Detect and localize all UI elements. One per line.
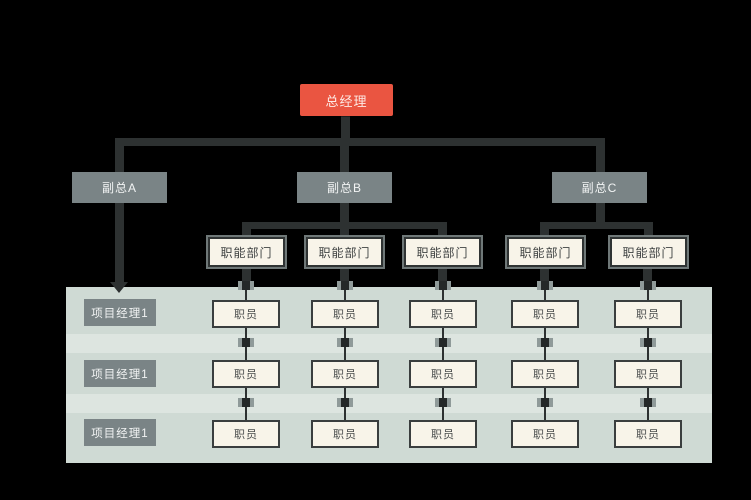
connector-dept-3-stub	[438, 267, 447, 289]
node-label: 职员	[533, 369, 557, 381]
link-handle	[435, 398, 451, 407]
node-label: 职能部门	[220, 245, 273, 260]
link-handle	[337, 398, 353, 407]
connector-drop-vp-b	[340, 146, 349, 172]
connector-drop-dept-3	[438, 229, 447, 238]
node-staff-r3c5[interactable]: 职员	[614, 420, 682, 448]
node-vp-b[interactable]: 副总B	[297, 172, 392, 203]
link-handle	[537, 281, 553, 290]
link-handle	[435, 338, 451, 347]
node-label: 副总A	[101, 181, 137, 195]
node-label: 职员	[533, 429, 557, 441]
node-label: 职员	[234, 429, 258, 441]
node-label: 职员	[333, 369, 357, 381]
connector-dept-4-stub	[540, 267, 549, 289]
link-handle	[537, 338, 553, 347]
connector-vp-bus	[115, 138, 605, 146]
node-label: 职员	[533, 309, 557, 321]
node-staff-r3c4[interactable]: 职员	[511, 420, 579, 448]
link-handle	[640, 398, 656, 407]
node-dept-5[interactable]: 职能部门	[608, 235, 689, 269]
node-label: 职员	[234, 309, 258, 321]
node-staff-r1c3[interactable]: 职员	[409, 300, 477, 328]
connector-drop-vp-c	[596, 146, 605, 172]
node-staff-r3c2[interactable]: 职员	[311, 420, 379, 448]
link-handle	[640, 281, 656, 290]
node-staff-r3c3[interactable]: 职员	[409, 420, 477, 448]
connector-drop-dept-2	[340, 229, 349, 238]
connector-vp-a-arrow-shaft	[115, 203, 124, 283]
node-staff-r2c5[interactable]: 职员	[614, 360, 682, 388]
connector-drop-vp-a	[115, 146, 124, 172]
node-label: 职员	[431, 429, 455, 441]
connector-vp-c-bus	[540, 222, 653, 229]
node-staff-r2c3[interactable]: 职员	[409, 360, 477, 388]
matrix-row-gap-band	[66, 394, 712, 413]
node-staff-r2c1[interactable]: 职员	[212, 360, 280, 388]
node-label: 项目经理1	[91, 307, 149, 320]
node-dept-3[interactable]: 职能部门	[402, 235, 483, 269]
link-handle	[337, 281, 353, 290]
node-staff-r1c2[interactable]: 职员	[311, 300, 379, 328]
node-vp-a[interactable]: 副总A	[72, 172, 167, 203]
node-label: 项目经理1	[91, 368, 149, 381]
connector-vp-c-stem	[596, 203, 605, 226]
node-label: 职员	[431, 369, 455, 381]
connector-dept-2-stub	[340, 267, 349, 289]
node-label: 职员	[636, 369, 660, 381]
node-label: 职能部门	[519, 245, 572, 260]
node-project-manager-3[interactable]: 项目经理1	[84, 419, 156, 446]
node-project-manager-2[interactable]: 项目经理1	[84, 360, 156, 387]
node-label: 职员	[234, 369, 258, 381]
connector-dept-5-stub	[643, 267, 652, 289]
connector-drop-dept-1	[242, 229, 251, 238]
node-staff-r2c2[interactable]: 职员	[311, 360, 379, 388]
matrix-row-gap-band	[66, 334, 712, 353]
node-staff-r1c4[interactable]: 职员	[511, 300, 579, 328]
connector-dept-1-stub	[242, 267, 251, 289]
node-label: 职员	[636, 309, 660, 321]
link-handle	[238, 281, 254, 290]
connector-vp-b-bus	[242, 222, 447, 229]
node-label: 副总C	[581, 181, 618, 195]
connector-drop-dept-4	[540, 229, 549, 238]
node-label: 职能部门	[416, 245, 469, 260]
connector-drop-dept-5	[644, 229, 653, 238]
node-dept-2[interactable]: 职能部门	[304, 235, 385, 269]
node-label: 职员	[431, 309, 455, 321]
node-label: 副总B	[326, 181, 362, 195]
node-label: 职员	[636, 429, 660, 441]
node-label: 职能部门	[622, 245, 675, 260]
link-handle	[537, 398, 553, 407]
node-staff-r1c5[interactable]: 职员	[614, 300, 682, 328]
node-label: 职能部门	[318, 245, 371, 260]
link-handle	[238, 398, 254, 407]
link-handle	[238, 338, 254, 347]
link-handle	[337, 338, 353, 347]
node-label: 总经理	[325, 93, 368, 109]
connector-vp-b-stem	[340, 203, 349, 226]
node-vp-c[interactable]: 副总C	[552, 172, 647, 203]
node-staff-r1c1[interactable]: 职员	[212, 300, 280, 328]
connector-root-stem	[341, 116, 350, 146]
node-staff-r2c4[interactable]: 职员	[511, 360, 579, 388]
arrow-head-down-icon	[110, 282, 128, 293]
link-handle	[435, 281, 451, 290]
node-general-manager[interactable]: 总经理	[300, 84, 393, 116]
link-handle	[640, 338, 656, 347]
node-label: 项目经理1	[91, 427, 149, 440]
node-dept-1[interactable]: 职能部门	[206, 235, 287, 269]
node-dept-4[interactable]: 职能部门	[505, 235, 586, 269]
node-staff-r3c1[interactable]: 职员	[212, 420, 280, 448]
node-label: 职员	[333, 429, 357, 441]
node-project-manager-1[interactable]: 项目经理1	[84, 299, 156, 326]
node-label: 职员	[333, 309, 357, 321]
